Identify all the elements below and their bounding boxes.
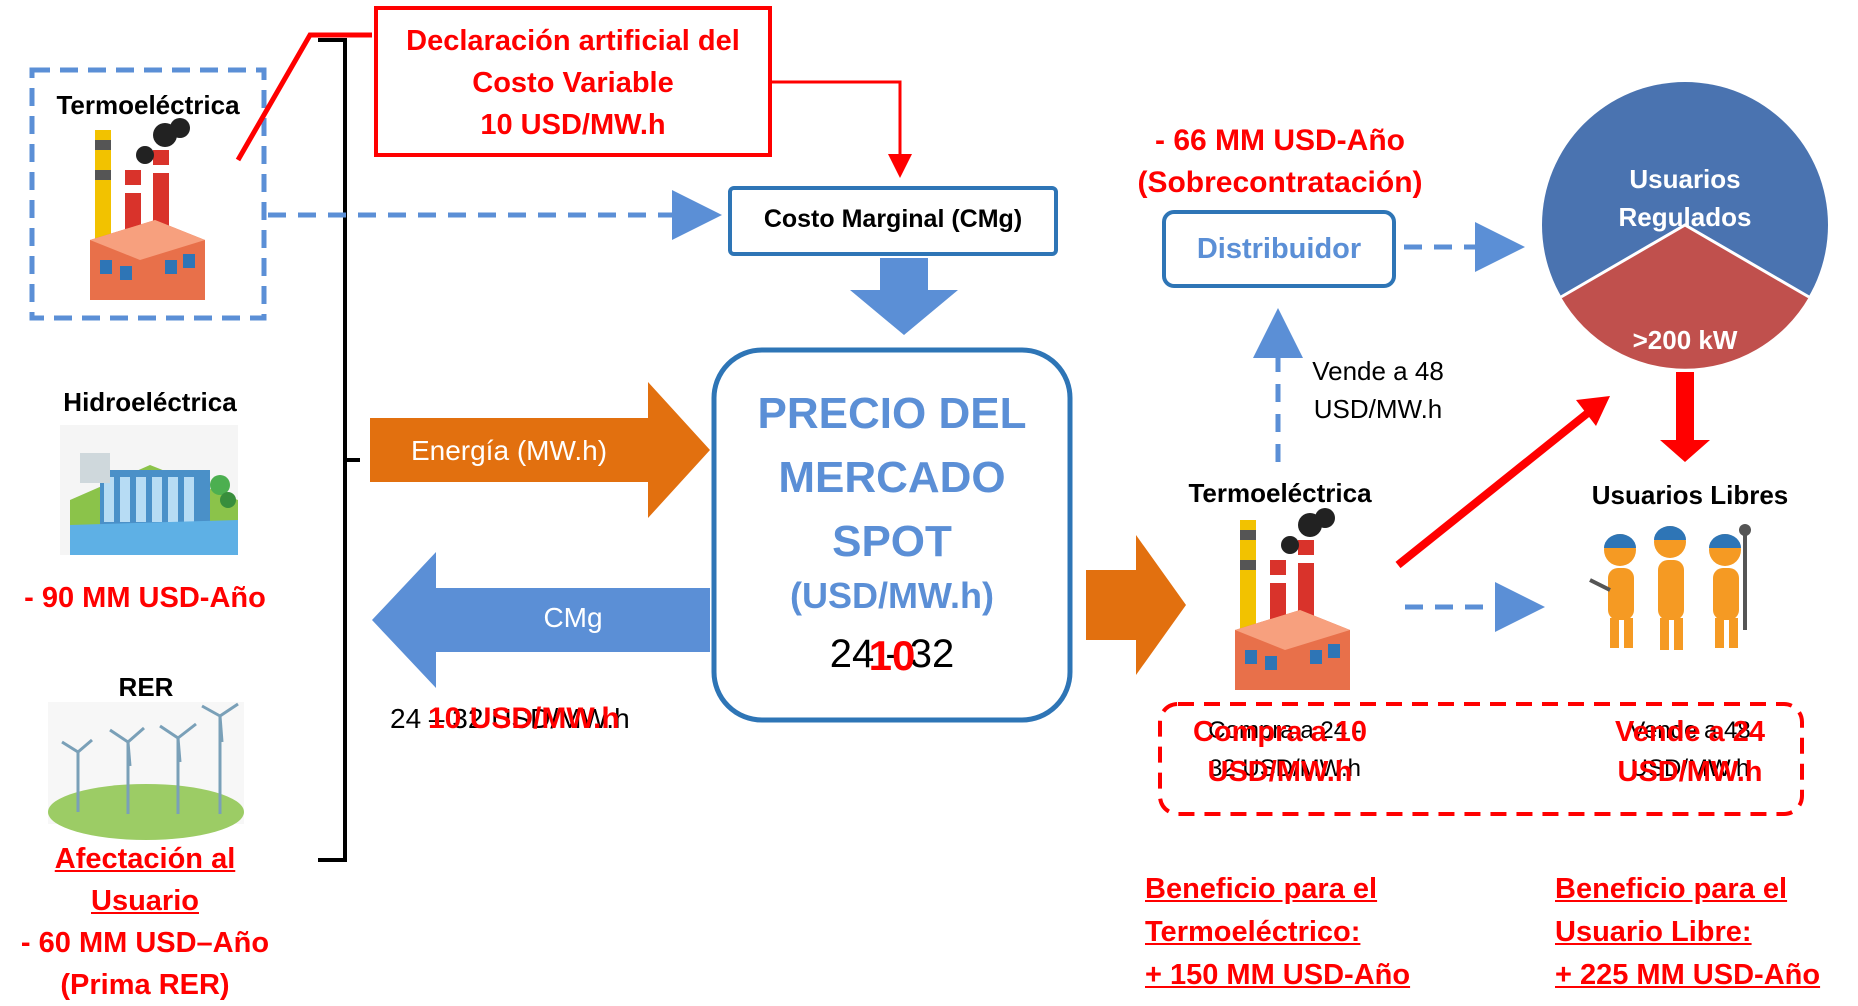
cmg-box [728,186,1058,256]
distrib-loss-line1: - 66 MM USD-Año [1155,124,1405,157]
afectacion-line1: Afectación al [54,843,236,875]
thermo-to-pie-red-line [1395,404,1597,569]
thermo-left-dashed-box [29,67,267,321]
thermo-plant-icon-right [1235,508,1350,690]
benefit-thermo-line2: Termoeléctrico: [1145,916,1361,948]
declaration-connector [235,32,372,162]
vende-old: Vende a 48 USD/MW.h [1590,712,1790,788]
benefit-thermo-line3: + 150 MM USD-Año [1145,959,1411,991]
pie-top-line1: Usuarios [1629,164,1741,194]
spot-value-old: 24 - 32 [829,632,955,676]
afectacion-line2: Usuario [91,885,199,917]
hydro-plant-icon [60,425,238,555]
right-thermo-label: Termoeléctrica [1188,478,1372,508]
distrib-loss-line2: (Sobrecontratación) [1137,166,1423,199]
distrib-loss: - 66 MM USD-Año (Sobrecontratación) [1110,120,1450,204]
usuarios-libres-icon [1589,524,1751,650]
compra-new: Compra a 10 USD/MW.h [1165,712,1395,792]
vende-old-line2: USD/MW.h [1630,755,1750,782]
compra-new-line2: USD/MW.h [1207,756,1353,788]
compra-old: Compra a 24 - 32 USD/MW.h [1170,712,1400,788]
benefit-user-line2: Usuario Libre: [1555,916,1752,948]
declaration-line3: 10 USD/MW.h [480,109,666,141]
declaration-arrow [770,80,912,178]
pie-top-label: Usuarios Regulados [1560,160,1810,236]
spot-unit: (USD/MW.h) [790,575,994,616]
vende-48: Vende a 48 USD/MW.h [1290,352,1466,428]
cmg-value-old: 24 – 32 USD/MW.h [390,703,630,734]
vende-48-line1: Vende a 48 [1312,356,1444,386]
cmg-value-new: 10 USD/MW.h [428,702,620,735]
cmg-left-arrow [372,552,710,688]
compra-new-line1: Compra a 10 [1192,716,1368,748]
spot-title: PRECIO DEL MERCADO SPOT [714,382,1070,574]
pie-bottom-label: >200 kW [1632,325,1738,355]
spot-line3: SPOT [832,517,952,566]
vende-48-line2: USD/MW.h [1313,394,1443,424]
benefit-thermo-line1: Beneficio para el [1145,873,1378,905]
price-change-dashed-box [1158,702,1804,816]
hydro-loss: - 90 MM USD-Año [24,582,266,614]
declaration-text: Declaración artificial del Costo Variabl… [376,20,770,146]
thermo-to-pie-red-head [1576,396,1610,426]
benefit-user: Beneficio para el Usuario Libre: + 225 M… [1555,868,1855,997]
distribuidor-label: Distribuidor [1196,233,1362,265]
spot-line1: PRECIO DEL [757,389,1027,438]
benefit-user-line1: Beneficio para el [1555,873,1788,905]
cmg-box-label: Costo Marginal (CMg) [763,205,1023,233]
pie-top-line2: Regulados [1618,202,1752,232]
hydro-label: Hidroeléctrica [63,387,237,417]
afectacion-block: Afectación al Usuario - 60 MM USD–Año (P… [0,838,290,1006]
compra-old-line1: Compra a 24 - [1208,717,1362,744]
declaration-line2: Costo Variable [472,67,674,99]
spot-line2: MERCADO [778,453,1006,502]
spot-box [711,347,1073,723]
vende-new: Vende a 24 USD/MW.h [1585,712,1795,792]
benefit-user-line3: + 225 MM USD-Año [1555,959,1821,991]
energy-arrow-label: Energía (MW.h) [410,435,608,466]
declaration-box [374,6,772,157]
rer-note: (Prima RER) [60,969,230,1001]
declaration-line1: Declaración artificial del [406,25,740,57]
compra-old-line2: 32 USD/MW.h [1208,755,1362,782]
usuarios-pie [1542,82,1828,369]
benefit-thermo: Beneficio para el Termoeléctrico: + 150 … [1145,868,1465,997]
vende-old-line1: Vende a 48 [1629,717,1751,744]
regulados-to-libres-arrow [1660,372,1710,462]
rer-wind-icon [48,702,244,840]
libres-label: Usuarios Libres [1591,480,1789,510]
left-thermo-label: Termoeléctrica [56,90,240,120]
thermo-plant-icon-left [90,118,205,300]
spot-to-thermo-arrow [1086,535,1186,675]
cmg-arrow-label: CMg [543,602,603,633]
vende-new-line1: Vende a 24 [1615,716,1765,748]
distribuidor-box [1162,210,1396,288]
bracket [318,38,360,862]
rer-label: RER [118,672,174,702]
rer-loss: - 60 MM USD–Año [20,927,270,959]
vende-new-line2: USD/MW.h [1617,756,1763,788]
spot-value-new: 10 [868,632,916,679]
energy-arrow [370,382,710,518]
cmg-down-arrow [850,258,958,335]
